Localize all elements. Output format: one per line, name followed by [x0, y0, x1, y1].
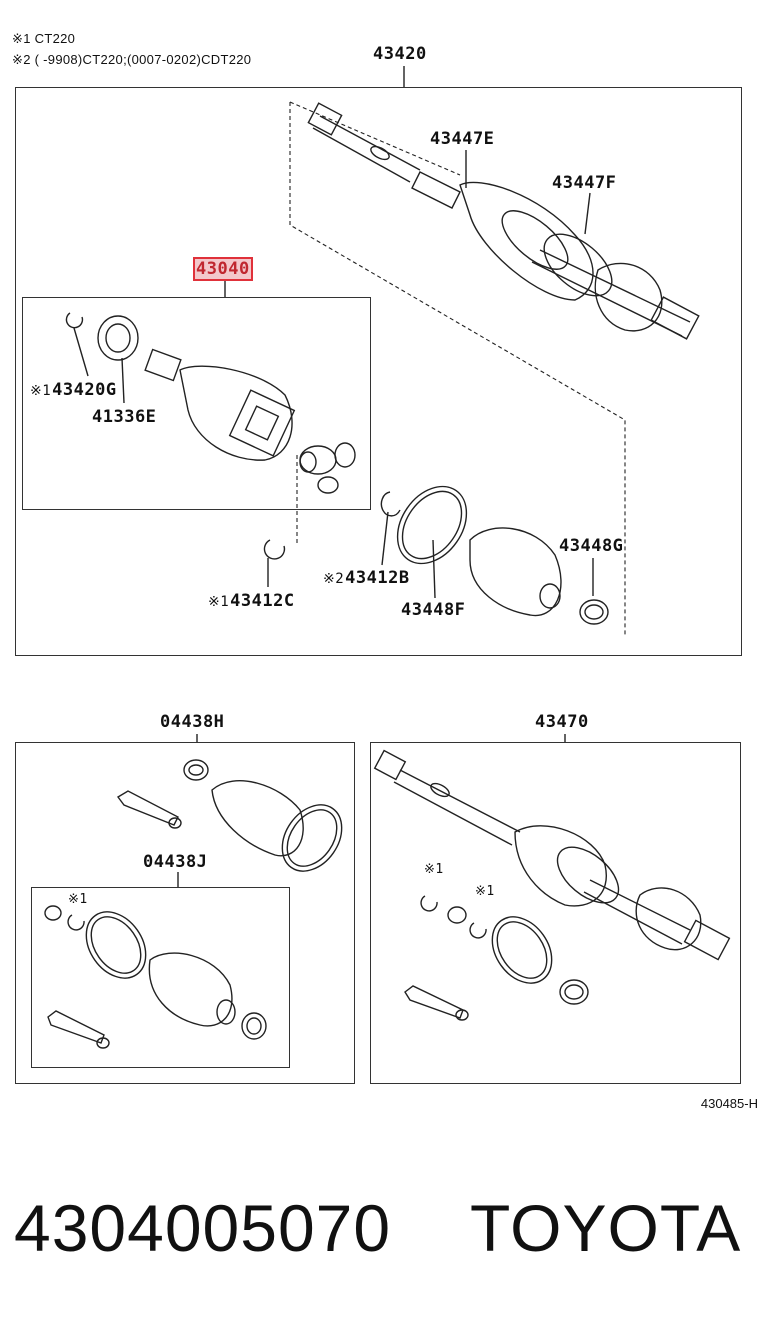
part-label-43448G[interactable]: 43448G [559, 536, 624, 556]
inboard-joint-frame [22, 297, 371, 510]
part-number: 43412B [345, 568, 410, 588]
main-assembly-frame [15, 87, 742, 656]
part-label-43412C[interactable]: ※143412C [208, 591, 295, 611]
note-mark-1: ※1 [30, 383, 52, 399]
part-label-43420G[interactable]: ※143420G [30, 380, 117, 400]
part-label-43447E[interactable]: 43447E [430, 129, 495, 149]
part-label-41336E[interactable]: 41336E [92, 407, 157, 427]
inner-boot-kit-frame [31, 887, 290, 1068]
part-label-43412B[interactable]: ※243412B [323, 568, 410, 588]
note-mark-2: ※2 [323, 571, 345, 587]
part-label-43448F[interactable]: 43448F [401, 600, 466, 620]
note-2: ※2 ( -9908)CT220;(0007-0202)CDT220 [12, 52, 252, 67]
note-mark-1: ※1 [68, 892, 88, 907]
note-mark-1: ※1 [208, 594, 230, 610]
note-1: ※1 CT220 [12, 31, 76, 46]
part-number: 43420G [52, 380, 117, 400]
note-mark-1: ※1 [475, 884, 495, 899]
part-number-highlight: 43040 [193, 257, 253, 281]
part-label-43470[interactable]: 43470 [535, 712, 589, 732]
part-number: 43412C [230, 591, 295, 611]
diagram-reference-code: 430485-H [700, 1096, 758, 1111]
boot-kit-frame [15, 742, 355, 1084]
footer-brand: TOYOTA [470, 1191, 742, 1265]
part-label-04438J[interactable]: 04438J [143, 852, 208, 872]
part-label-04438H[interactable]: 04438H [160, 712, 225, 732]
part-label-43447F[interactable]: 43447F [552, 173, 617, 193]
part-label-43420[interactable]: 43420 [373, 44, 427, 64]
note-mark-1: ※1 [424, 862, 444, 877]
part-label-43040-highlighted[interactable]: 43040 [193, 257, 253, 281]
footer-part-number: 4304005070 [14, 1191, 392, 1265]
outboard-shaft-frame [370, 742, 741, 1084]
